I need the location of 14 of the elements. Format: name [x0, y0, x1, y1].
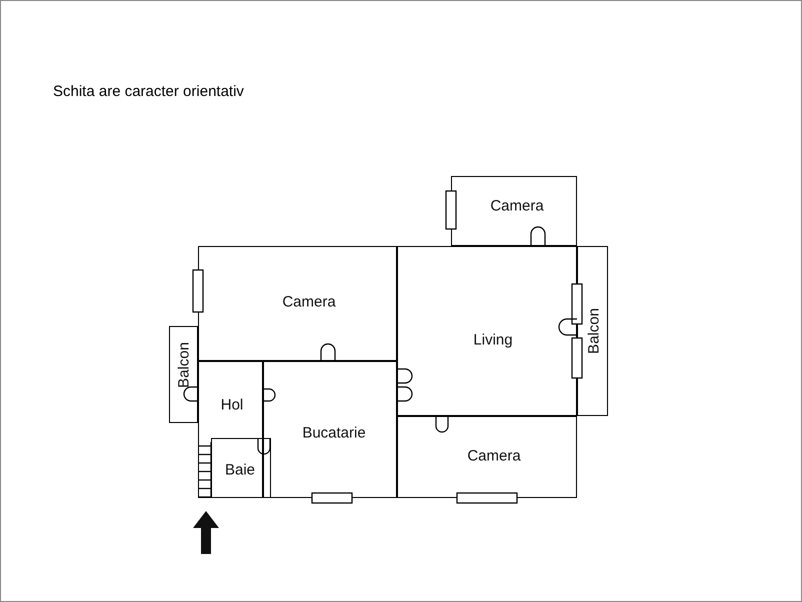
- room-label: Hol: [220, 396, 244, 414]
- room-label: Camera: [282, 294, 336, 310]
- room-label: Camera: [490, 198, 544, 214]
- room-outline: [211, 438, 271, 498]
- room-label: Living: [473, 332, 513, 348]
- note-text: Schita are caracter orientativ: [53, 83, 244, 100]
- room-outline: [198, 361, 263, 498]
- room-label: Baie: [224, 462, 256, 478]
- balcony-label: Balcon: [586, 308, 602, 354]
- room-outline: [198, 246, 397, 361]
- balcony-outline: [169, 326, 198, 423]
- balcony-label: Balcon: [176, 342, 192, 388]
- room-label: Bucatarie: [302, 424, 366, 442]
- room-label: Camera: [467, 448, 521, 464]
